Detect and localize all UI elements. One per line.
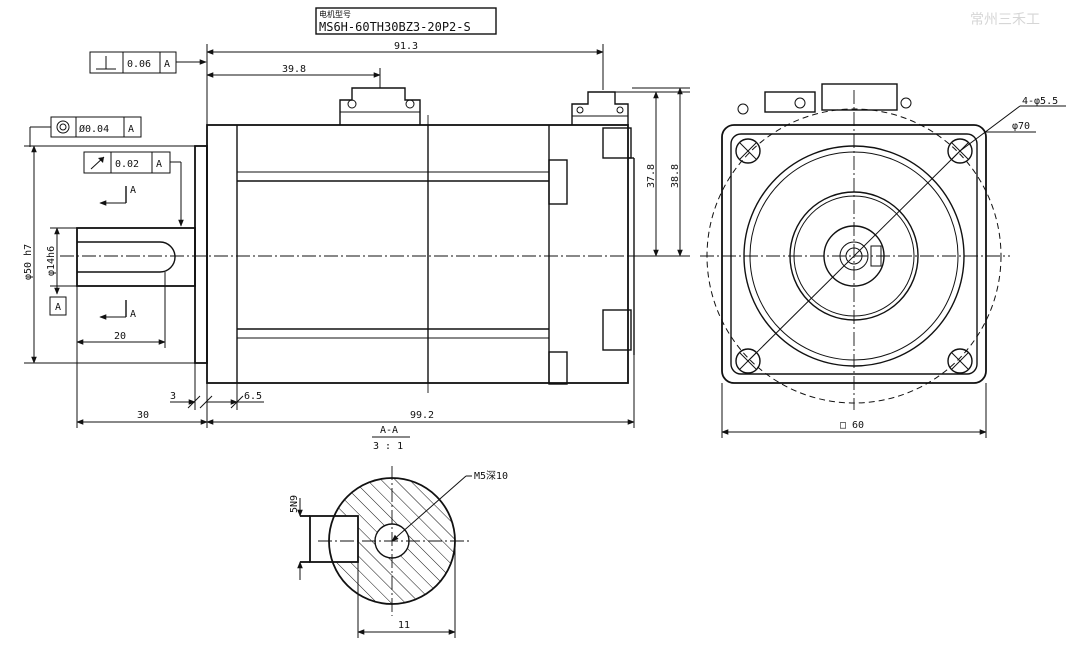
concentricity-datum: A	[128, 124, 134, 135]
dim-height-a: 37.8	[646, 164, 657, 188]
motor-side-view	[60, 87, 675, 395]
dim-body-length: 99.2	[410, 410, 434, 421]
front-view-dimensions: 4-φ5.5 φ70 □ 60	[721, 96, 1058, 438]
dim-flange-diameter: φ50 h7	[23, 244, 34, 280]
runout-frame: 0.02 A	[83, 151, 184, 227]
section-view: A-A 3 : 1 M5深10 5N9 11	[289, 425, 508, 638]
dim-pcd: φ70	[1012, 121, 1030, 132]
concentricity-value: Ø0.04	[79, 123, 109, 135]
runout-value: 0.02	[115, 159, 139, 170]
section-scale: 3 : 1	[373, 441, 403, 452]
dim-flange-thickness: 6.5	[244, 391, 262, 402]
tapped-hole-label: M5深10	[474, 470, 508, 482]
model-block: 电机型号 MS6H-60TH30BZ3-20P2-S	[315, 7, 497, 35]
model-number: MS6H-60TH30BZ3-20P2-S	[319, 20, 471, 34]
dim-overall-top: 91.3	[394, 41, 418, 52]
section-marker-bottom: A	[130, 309, 136, 320]
dim-mount-holes: 4-φ5.5	[1022, 96, 1058, 107]
dim-connector-offset: 39.8	[282, 64, 306, 75]
runout-datum: A	[156, 159, 162, 170]
dim-height-b: 38.8	[670, 164, 681, 188]
perpendicularity-frame: 0.06 A	[89, 51, 207, 74]
dim-key-length: 20	[114, 331, 126, 342]
model-caption: 电机型号	[319, 9, 351, 19]
perpendicularity-value: 0.06	[127, 59, 151, 70]
perpendicularity-datum: A	[164, 59, 170, 70]
key-depth-label: 11	[398, 620, 410, 631]
dim-flange-step: 3	[170, 391, 176, 402]
dim-shaft-diameter: φ14h6	[46, 246, 57, 276]
side-view-dimensions: 91.3 39.8 37.8 38.8 φ50 h7 φ14h6 A 20	[23, 41, 690, 428]
section-name: A-A	[380, 425, 398, 436]
datum-a-label: A	[55, 302, 61, 313]
section-marker-top: A	[130, 185, 136, 196]
dim-shaft-length: 30	[137, 410, 149, 421]
dim-square-size: □ 60	[840, 420, 864, 431]
motor-front-view	[700, 83, 1066, 410]
concentricity-frame: Ø0.04 A	[29, 116, 142, 147]
brand-watermark: 常州三禾工	[970, 12, 1040, 28]
key-width-label: 5N9	[289, 495, 300, 513]
